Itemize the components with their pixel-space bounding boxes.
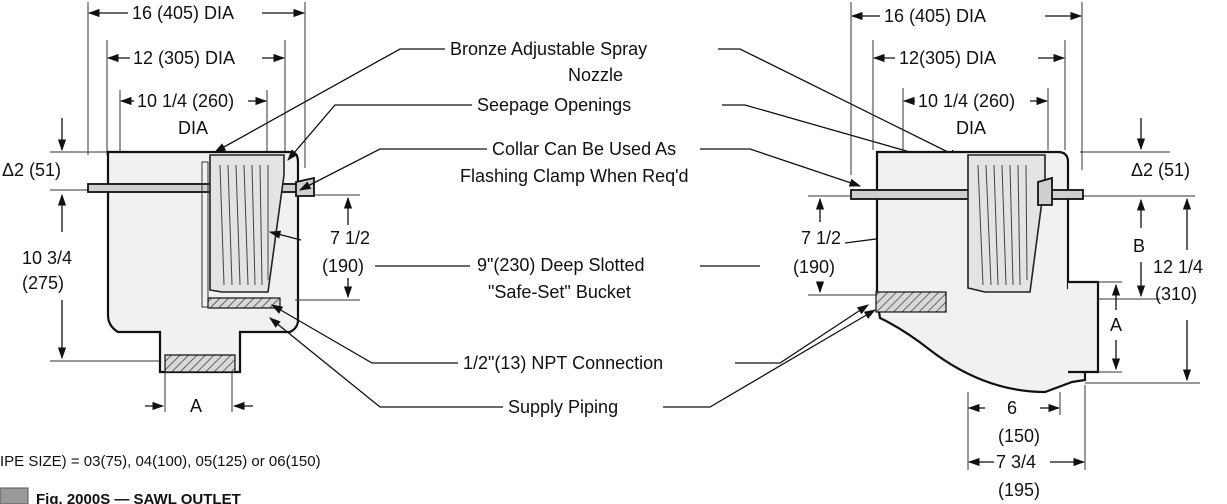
left-dia10-dia-label: DIA bbox=[178, 118, 208, 138]
figure-logo bbox=[0, 487, 29, 504]
left-delta-label: Δ2 (51) bbox=[2, 160, 61, 180]
left-height-label: 10 3/4 bbox=[22, 248, 72, 268]
right-collar-clamp bbox=[1037, 176, 1053, 206]
bucket-callout-line2: "Safe-Set" Bucket bbox=[488, 282, 631, 302]
right-width-6-mm-label: (150) bbox=[998, 426, 1040, 446]
supply-callout: Supply Piping bbox=[508, 397, 618, 417]
right-width-6-label: 6 bbox=[1007, 398, 1017, 418]
nozzle-callout-line2: Nozzle bbox=[568, 65, 623, 85]
right-dim-b-label: B bbox=[1133, 236, 1145, 256]
figure-caption: Fig. 2000S — SAWL OUTLET bbox=[36, 491, 241, 504]
left-outlet-a-label: A bbox=[190, 396, 202, 416]
right-flashing-flange bbox=[850, 189, 1084, 200]
left-dia10-label: 10 1/4 (260) bbox=[137, 91, 234, 111]
right-dia16-label: 16 (405) DIA bbox=[884, 6, 986, 26]
right-dia12-label: 12(305) DIA bbox=[899, 48, 996, 68]
right-width-7-mm-label: (195) bbox=[998, 480, 1040, 500]
left-drain-view: 16 (405) DIA 12 (305) DIA 10 1/4 (260) D… bbox=[2, 2, 370, 416]
callout-leader-lines bbox=[213, 48, 987, 408]
left-bucket-height-label: 7 1/2 bbox=[330, 228, 370, 248]
npt-callout: 1/2"(13) NPT Connection bbox=[463, 353, 663, 373]
right-delta-label: Δ2 (51) bbox=[1131, 160, 1190, 180]
right-height-mm-label: (310) bbox=[1155, 284, 1197, 304]
bucket-callout-line1: 9"(230) Deep Slotted bbox=[477, 255, 645, 275]
left-bucket-height-mm-label: (190) bbox=[322, 256, 364, 276]
right-bucket-height-mm-label: (190) bbox=[793, 257, 835, 277]
left-dia12-label: 12 (305) DIA bbox=[133, 48, 235, 68]
right-dia10-label: 10 1/4 (260) bbox=[918, 91, 1015, 111]
left-height-mm-label: (275) bbox=[22, 273, 64, 293]
center-callouts: Bronze Adjustable Spray Nozzle Seepage O… bbox=[213, 39, 987, 417]
right-drain-view: 16 (405) DIA 12(305) DIA 10 1/4 (260) DI… bbox=[793, 2, 1203, 500]
right-side-outlet bbox=[1068, 280, 1100, 374]
left-npt-connection bbox=[207, 297, 281, 309]
left-bucket-slots bbox=[219, 164, 269, 286]
right-slotted-bucket bbox=[967, 154, 1046, 293]
seepage-callout: Seepage Openings bbox=[477, 95, 631, 115]
figure-caption-block: Fig. 2000S — SAWL OUTLET bbox=[0, 487, 241, 504]
right-dia10-dia-label: DIA bbox=[956, 118, 986, 138]
pipe-size-footnote: IPE SIZE) = 03(75), 04(100), 05(125) or … bbox=[0, 453, 321, 470]
right-width-7-label: 7 3/4 bbox=[996, 452, 1036, 472]
right-height-label: 12 1/4 bbox=[1153, 257, 1203, 277]
right-npt-connection bbox=[875, 291, 947, 313]
nozzle-callout-line1: Bronze Adjustable Spray bbox=[450, 39, 647, 59]
right-bucket-height-label: 7 1/2 bbox=[801, 228, 841, 248]
left-dia16-label: 16 (405) DIA bbox=[132, 3, 234, 23]
right-bucket-slots bbox=[977, 164, 1028, 286]
collar-callout-line2: Flashing Clamp When Req'd bbox=[460, 166, 689, 186]
right-outlet-a-label: A bbox=[1110, 315, 1122, 335]
collar-callout-line1: Collar Can Be Used As bbox=[492, 139, 676, 159]
